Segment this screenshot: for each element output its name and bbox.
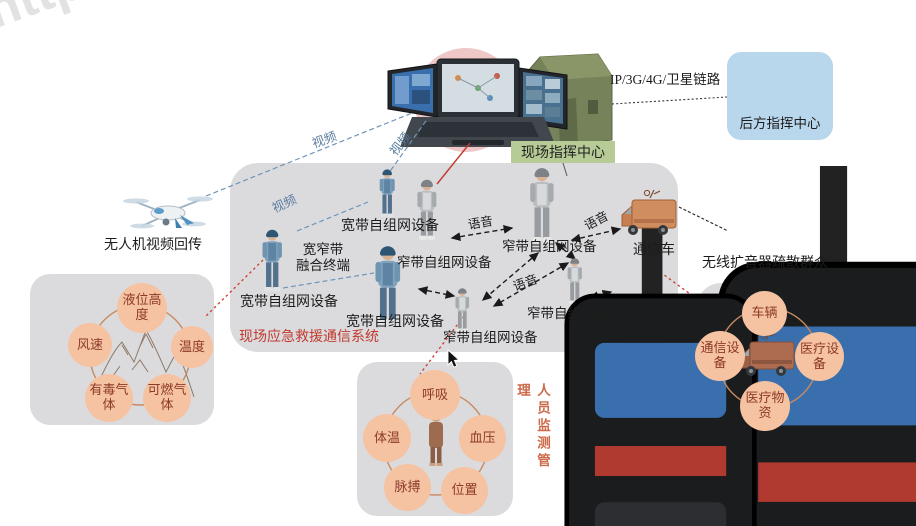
personnel-panel-title: 人员监测管理 — [515, 383, 550, 471]
voice-mesh-arrows — [417, 224, 622, 307]
env-item-wind-speed: 风速 — [68, 323, 112, 367]
materials-item-medical-supplies: 医疗物资 — [740, 381, 790, 431]
broadband-label-2: 宽带自组网设备 — [240, 295, 338, 310]
van-crowd-line — [678, 206, 729, 232]
command-terminal-icon — [387, 58, 568, 147]
narrowband-label-3: 窄带自组网设备 — [527, 306, 622, 321]
env-item-flammable-gas: 可燃气体 — [143, 374, 191, 422]
personnel-item-blood-pressure: 血压 — [459, 415, 506, 462]
personnel-item-pulse: 脉搏 — [384, 464, 431, 511]
broadband-label-3: 宽带自组网设备 — [346, 315, 444, 330]
video-links — [205, 112, 429, 289]
ip-link-line — [611, 96, 728, 105]
env-item-temperature: 温度 — [171, 326, 213, 368]
narrowband-label-1: 窄带自组网设备 — [397, 255, 492, 270]
env-item-liquid-level: 液位高度 — [117, 283, 167, 333]
narrowband-label-2: 窄带自组网设备 — [502, 239, 597, 254]
command-link-red — [436, 142, 471, 185]
field-command-label: 现场指挥中心 — [511, 141, 615, 163]
rear-command-label: 后方指挥中心 — [739, 116, 821, 131]
fusion-line1: 宽窄带 — [302, 242, 344, 257]
narrow-terminal-label: 窄带终端 — [610, 325, 664, 340]
ip-link-label: IP/3G/4G/卫星链路 — [610, 72, 721, 87]
comm-vehicle-label: 通信车 — [633, 243, 675, 258]
crowd-label: 无线扩音器疏散群众 — [702, 256, 828, 271]
narrowband-label-4: 窄带自组网设备 — [443, 330, 538, 345]
personnel-item-breathing: 呼吸 — [410, 370, 460, 420]
fusion-terminal-label: 宽窄带 融合终端 — [292, 242, 354, 273]
materials-item-comm-equipment: 通信设备 — [695, 331, 745, 381]
mountain-sketch — [91, 328, 195, 399]
broadband-label-1: 宽带自组网设备 — [341, 219, 439, 234]
drone-label: 无人机视频回传 — [104, 238, 202, 253]
rear-command-box — [727, 52, 833, 140]
system-title: 现场应急救援通信系统 — [239, 330, 379, 345]
comm-vehicle-icon — [621, 189, 677, 235]
personnel-item-body-temp: 体温 — [363, 414, 411, 462]
materials-item-medical-equipment: 医疗设备 — [795, 332, 844, 381]
fusion-line2: 融合终端 — [296, 257, 350, 273]
personnel-item-location: 位置 — [441, 467, 488, 514]
label-leader-line — [562, 162, 568, 177]
materials-truck-icon — [739, 332, 795, 376]
materials-item-vehicles: 车辆 — [742, 291, 787, 336]
mouse-cursor-icon — [447, 348, 461, 368]
env-item-toxic-gas: 有毒气体 — [85, 374, 133, 422]
field-command-text: 现场指挥中心 — [521, 146, 605, 161]
drone-icon — [123, 196, 213, 229]
